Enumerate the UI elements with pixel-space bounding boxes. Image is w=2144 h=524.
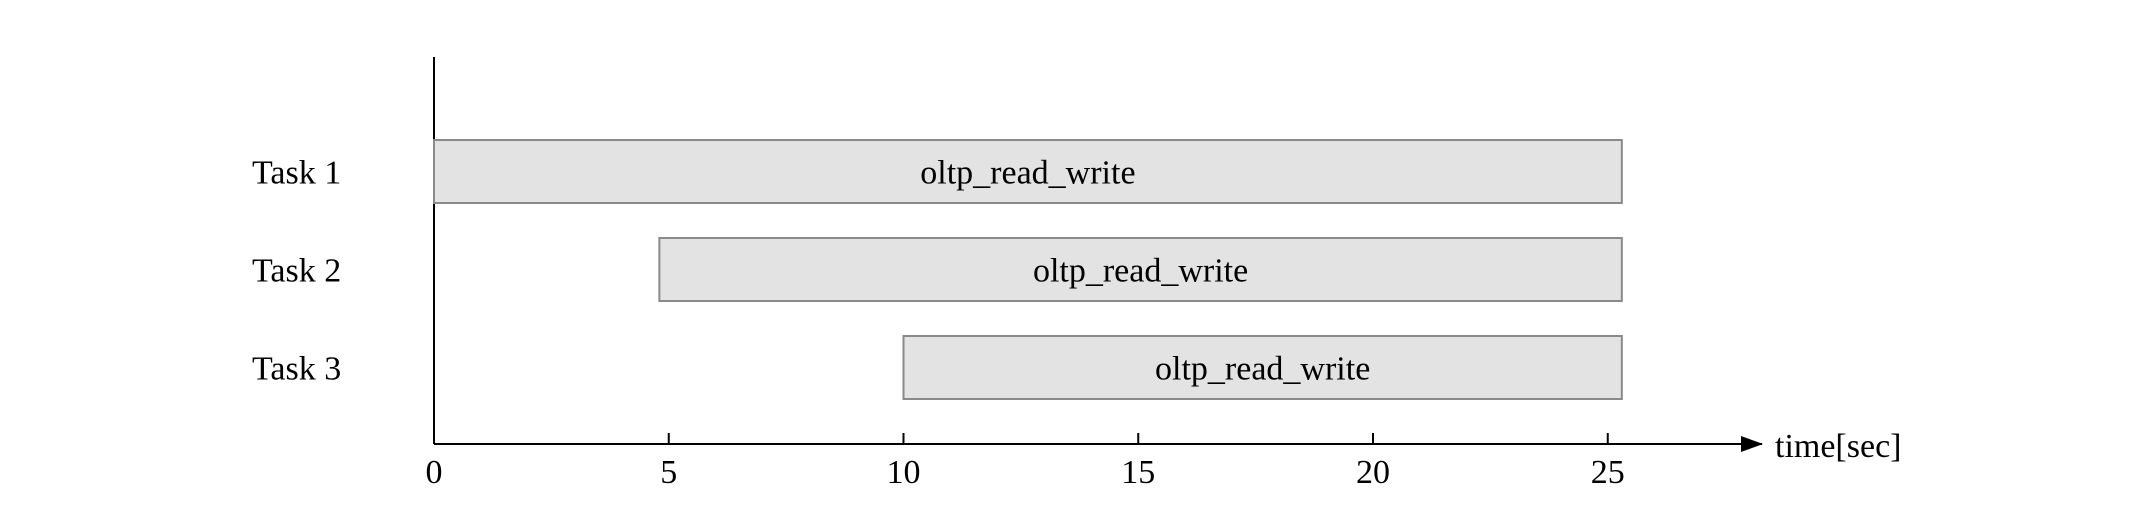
task-bars: oltp_read_write oltp_read_write oltp_read_… (433, 139, 1623, 400)
task-labels: Task 1 Task 2 Task 3 (252, 155, 341, 388)
x-ticks: 0 5 10 15 20 25 (426, 433, 1625, 491)
x-tick-label: 15 (1121, 454, 1155, 491)
x-tick-label: 25 (1591, 454, 1625, 491)
task-name-label: Task 3 (252, 351, 341, 388)
task-name-label: Task 2 (252, 253, 341, 290)
x-tick-label: 10 (887, 454, 921, 491)
x-axis-label: time[sec] (1775, 428, 1902, 465)
task-bar-label: oltp_read_write (1033, 253, 1248, 290)
x-tick-label: 5 (660, 454, 677, 491)
task-bar (658, 237, 1623, 302)
x-tick-label: 0 (426, 454, 443, 491)
task-bar (902, 335, 1623, 400)
task-bar-label: oltp_read_write (1155, 351, 1370, 388)
x-tick-label: 20 (1356, 454, 1390, 491)
task-bar-label: oltp_read_write (920, 155, 1135, 192)
task-name-label: Task 1 (252, 155, 341, 192)
task-bar (433, 139, 1623, 204)
